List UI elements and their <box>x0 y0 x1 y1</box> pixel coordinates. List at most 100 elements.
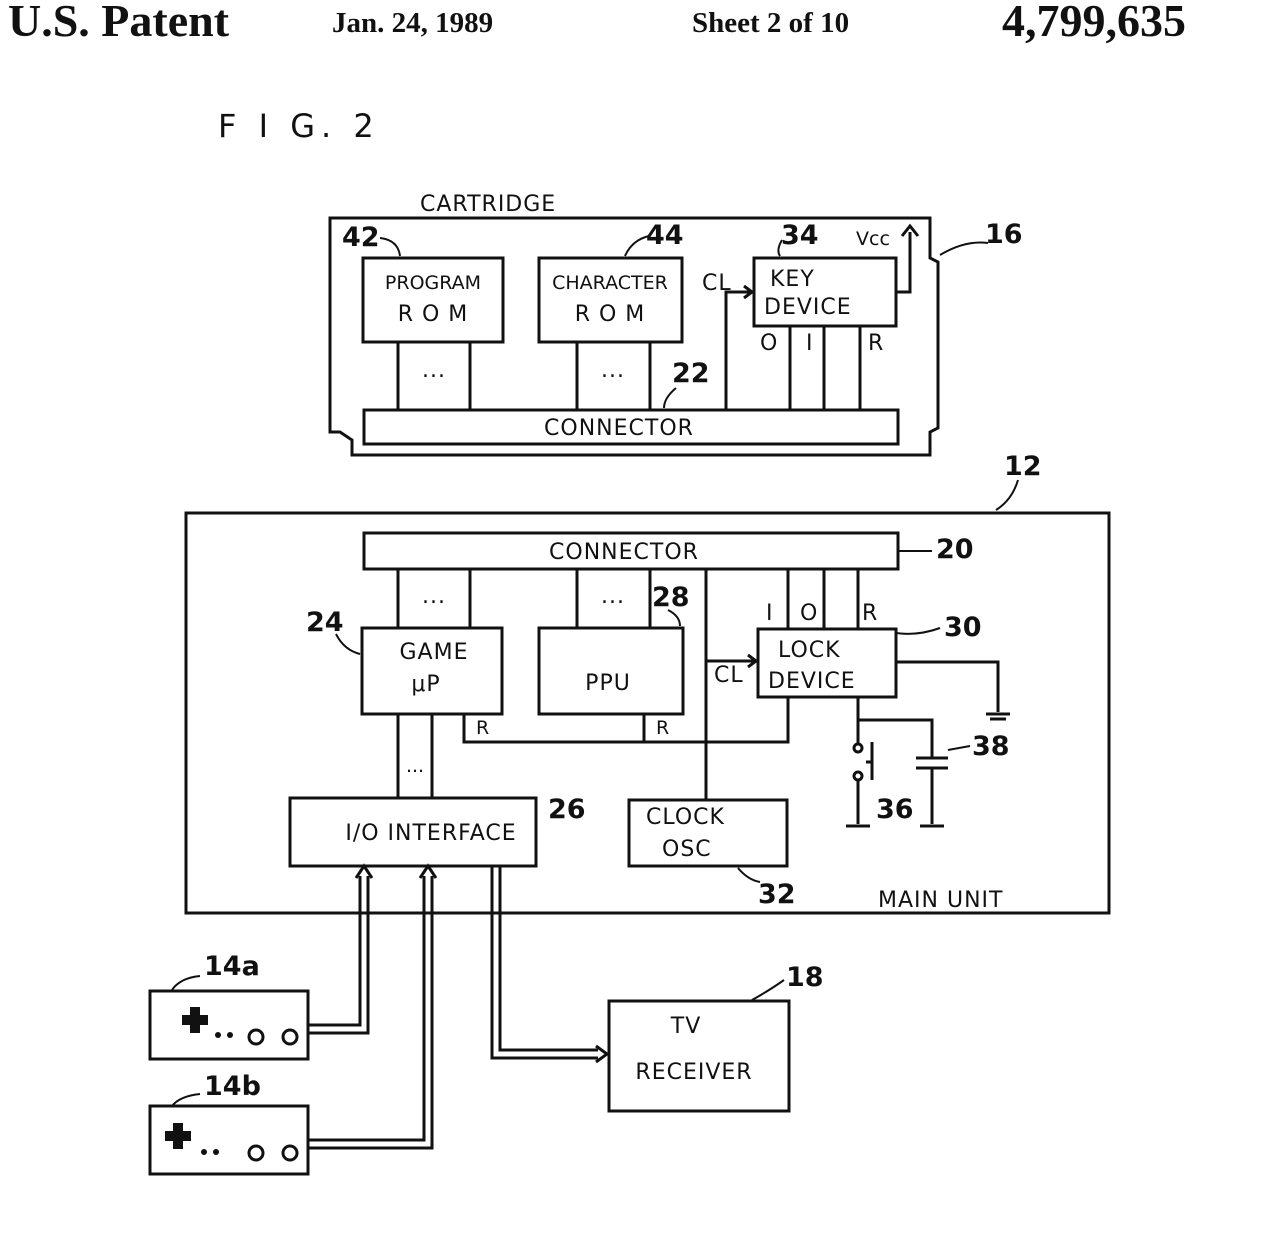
capacitor-ref: 38 <box>972 731 1010 762</box>
program-rom-line2: R O M <box>398 302 469 327</box>
game-up-leader <box>335 633 361 655</box>
controller-b-dot2-icon <box>213 1149 219 1155</box>
controller-b-button-icon <box>247 1144 265 1162</box>
switch-contact-bottom <box>852 770 864 782</box>
controller-a-line-outer <box>308 876 362 1027</box>
patent-header: U.S. Patent Jan. 24, 1989 Sheet 2 of 10 … <box>0 0 1284 60</box>
clock-osc-ref: 32 <box>758 879 796 910</box>
io-interface-ref: 26 <box>548 794 586 825</box>
controller-a-arrow-icon <box>354 863 374 879</box>
patent-label: U.S. Patent <box>8 0 230 46</box>
ppu-leader <box>667 609 681 627</box>
controller-a: 14a <box>148 951 310 1061</box>
cartridge-connector-leader <box>663 387 677 409</box>
lock-device <box>756 627 898 699</box>
game-up-line2: μP <box>411 672 440 697</box>
controller-a-box <box>148 989 310 1061</box>
main-cl-arrow-icon <box>747 653 759 669</box>
capacitor-leader <box>947 745 971 751</box>
switch-icon <box>866 742 874 780</box>
controller-a-line-inner <box>308 876 370 1035</box>
lock-device-line2: DEVICE <box>768 669 856 694</box>
controller-a-dot2-icon <box>227 1032 233 1038</box>
game-bus-dots: ... <box>422 584 446 609</box>
cartridge-cl-arrow-icon <box>743 284 755 300</box>
io-interface-label: I/O INTERFACE <box>345 821 516 846</box>
vcc-line <box>896 232 912 294</box>
vcc-label: Vcc <box>856 228 890 250</box>
game-up-ref: 24 <box>306 607 344 638</box>
key-device-leader <box>777 239 783 257</box>
controller-b-line-outer <box>308 876 426 1142</box>
controller-b-dot-icon <box>201 1149 207 1155</box>
cartridge-connector-label: CONNECTOR <box>544 416 694 441</box>
cartridge-leader <box>939 241 989 256</box>
program-rom <box>361 256 505 344</box>
capacitor-icon <box>916 756 948 770</box>
lock-device-ref: 30 <box>944 612 982 643</box>
tv-line-inner <box>498 866 598 1052</box>
controller-b-ref: 14b <box>204 1071 261 1102</box>
tv-box <box>607 999 791 1113</box>
controller-a-button2-icon <box>281 1028 299 1046</box>
controller-a-ref: 14a <box>204 951 260 982</box>
main-unit-ref: 12 <box>1004 451 1042 482</box>
ppu-ref: 28 <box>652 582 690 613</box>
cartridge-title: CARTRIDGE <box>420 192 556 217</box>
character-rom <box>537 256 684 344</box>
main-unit-outline <box>184 511 1111 915</box>
character-rom-ref: 44 <box>646 220 684 251</box>
reset-node-line <box>856 697 934 758</box>
figure-label: F I G. 2 <box>218 107 380 145</box>
signal-lines <box>308 863 610 1150</box>
sheet-number: Sheet 2 of 10 <box>692 7 850 39</box>
main-unit-title: MAIN UNIT <box>878 888 1003 913</box>
lock-pin-o: O <box>800 601 818 626</box>
cartridge-outline <box>328 216 940 457</box>
controller-a-dot-icon <box>215 1032 221 1038</box>
program-rom-ref: 42 <box>342 222 380 253</box>
cartridge-connector <box>362 408 900 446</box>
tv-line-outer <box>490 866 598 1060</box>
key-device-line1: KEY <box>770 267 815 292</box>
key-pin-i: I <box>806 331 814 356</box>
cartridge-connector-ref: 22 <box>672 358 710 389</box>
lock-ground-line <box>896 660 1000 712</box>
controller-a-button-icon <box>247 1028 265 1046</box>
program-bus-dots: ... <box>422 358 446 383</box>
game-reset-label: R <box>476 717 489 739</box>
main-cl-label: CL <box>714 663 744 688</box>
tv-leader <box>751 979 785 1001</box>
character-rom-line2: R O M <box>575 302 646 327</box>
key-device-line2: DEVICE <box>764 295 852 320</box>
main-connector <box>362 531 900 571</box>
ppu-bus-dots: ... <box>601 584 625 609</box>
game-up-line1: GAME <box>400 640 469 665</box>
io-bus-dots: ... <box>406 755 424 777</box>
program-rom-line1: PROGRAM <box>385 272 481 294</box>
controller-b-box <box>148 1104 310 1176</box>
character-rom-line1: CHARACTER <box>552 272 668 294</box>
cartridge-ref: 16 <box>985 219 1023 250</box>
cartridge-cl-line <box>724 290 752 410</box>
tv-arrow-icon <box>595 1044 610 1064</box>
tv-receiver: TV RECEIVER 18 <box>607 962 824 1113</box>
io-interface <box>288 796 538 868</box>
main-connector-ref: 20 <box>936 534 974 565</box>
cartridge: CARTRIDGE 16 PROGRAM R O M 42 CHARACTER … <box>328 192 1023 457</box>
ppu <box>537 626 685 716</box>
main-unit-leader <box>995 479 1019 511</box>
controller-b-arrow-icon <box>418 863 438 879</box>
vcc-arrow-icon <box>900 223 920 237</box>
clock-osc-line1: CLOCK <box>646 805 725 830</box>
switch-contact-top <box>852 742 864 754</box>
tv-ref: 18 <box>786 962 824 993</box>
clock-osc-line2: OSC <box>662 837 712 862</box>
tv-line2: RECEIVER <box>635 1060 752 1085</box>
ppu-reset-label: R <box>656 717 669 739</box>
tv-line1: TV <box>670 1014 702 1039</box>
clock-osc-leader <box>737 867 761 883</box>
key-pin-r: R <box>868 331 884 356</box>
lock-pin-i: I <box>766 601 774 626</box>
